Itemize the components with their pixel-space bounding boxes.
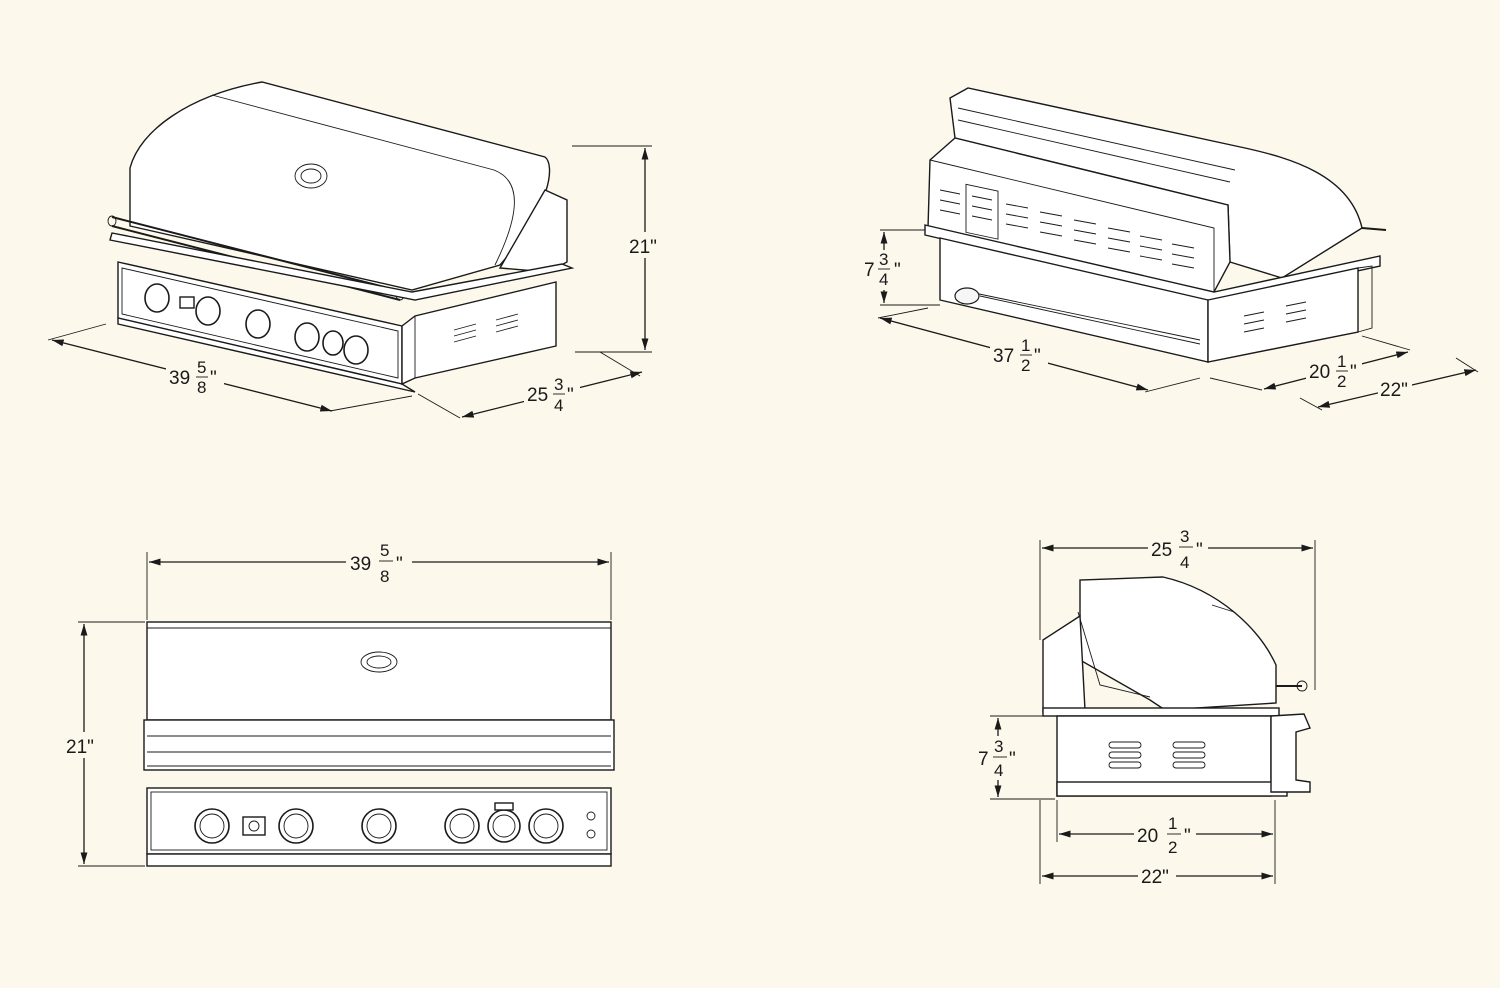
svg-text:1: 1: [1337, 352, 1346, 371]
front-hood: [146, 621, 612, 721]
front-width-label: 39 5 8 ": [346, 540, 412, 586]
svg-text:8: 8: [380, 567, 389, 586]
svg-text:3: 3: [1180, 527, 1189, 546]
iso-back-view: 7 3 4 " 37 1 2 " 20 1 2 ": [862, 87, 1479, 411]
iso-front-view: 39 5 8 " 21" 25 3 4 ": [47, 81, 666, 419]
svg-text:20: 20: [1137, 826, 1158, 847]
svg-text:2: 2: [1168, 838, 1177, 857]
svg-text:5: 5: [380, 541, 389, 560]
front-height-label: 21": [66, 737, 94, 758]
iso-back-cutout-height-label: 7 3 4 ": [862, 250, 908, 290]
svg-text:25: 25: [1151, 540, 1172, 561]
svg-text:25: 25: [527, 385, 548, 406]
svg-text:3: 3: [554, 375, 563, 394]
svg-text:": ": [1009, 749, 1016, 770]
svg-text:": ": [396, 554, 403, 575]
svg-text:2: 2: [1021, 356, 1030, 375]
side-base-depth-label: 20 1 2 ": [1134, 812, 1196, 857]
iso-front-width-label: 39 5 8 ": [166, 358, 224, 397]
iso-back-width-label: 37 1 2 ": [990, 336, 1048, 376]
svg-text:1: 1: [1021, 336, 1030, 355]
svg-text:4: 4: [879, 270, 888, 289]
side-view: 25 3 4 " 7 3 4 " 20 1 2 ": [976, 526, 1316, 888]
svg-text:": ": [1184, 826, 1191, 847]
svg-text:": ": [1196, 540, 1203, 561]
iso-front-hood: [129, 81, 551, 291]
svg-text:4: 4: [554, 396, 563, 415]
iso-back-hood: [949, 87, 1363, 279]
svg-text:5: 5: [197, 358, 206, 377]
svg-text:7: 7: [864, 260, 875, 281]
iso-front-depth-label: 25 3 4 ": [524, 372, 580, 415]
svg-text:": ": [210, 368, 217, 389]
front-knobs: [194, 802, 596, 844]
svg-text:2: 2: [1337, 372, 1346, 391]
svg-text:37: 37: [993, 346, 1014, 367]
svg-text:1: 1: [1168, 814, 1177, 833]
svg-text:": ": [894, 260, 901, 281]
iso-back-vents: [939, 189, 1195, 269]
svg-text:39: 39: [169, 368, 190, 389]
svg-text:4: 4: [994, 761, 1003, 780]
side-cutout-height-label: 7 3 4 ": [976, 736, 1022, 780]
side-vents: [1108, 741, 1206, 769]
side-depth-label: 25 3 4 ": [1148, 526, 1208, 572]
front-view: 39 5 8 " 21": [64, 540, 615, 867]
svg-text:": ": [1034, 346, 1041, 367]
svg-text:4: 4: [1180, 553, 1189, 572]
svg-text:39: 39: [350, 554, 371, 575]
iso-front-height-label: 21": [629, 237, 657, 258]
svg-text:7: 7: [978, 749, 989, 770]
side-hood: [1043, 576, 1277, 711]
svg-text:20: 20: [1309, 362, 1330, 383]
svg-text:3: 3: [879, 250, 888, 269]
svg-text:3: 3: [994, 737, 1003, 756]
iso-back-depth-label: 20 1 2 ": [1306, 352, 1362, 392]
side-total-depth-label: 22": [1141, 867, 1169, 888]
iso-front-knobs: [144, 283, 369, 365]
iso-back-total-depth-label: 22": [1380, 380, 1408, 401]
svg-text:": ": [567, 385, 574, 406]
svg-text:8: 8: [197, 378, 206, 397]
svg-text:": ": [1350, 362, 1357, 383]
iso-front-frame: [109, 232, 575, 301]
